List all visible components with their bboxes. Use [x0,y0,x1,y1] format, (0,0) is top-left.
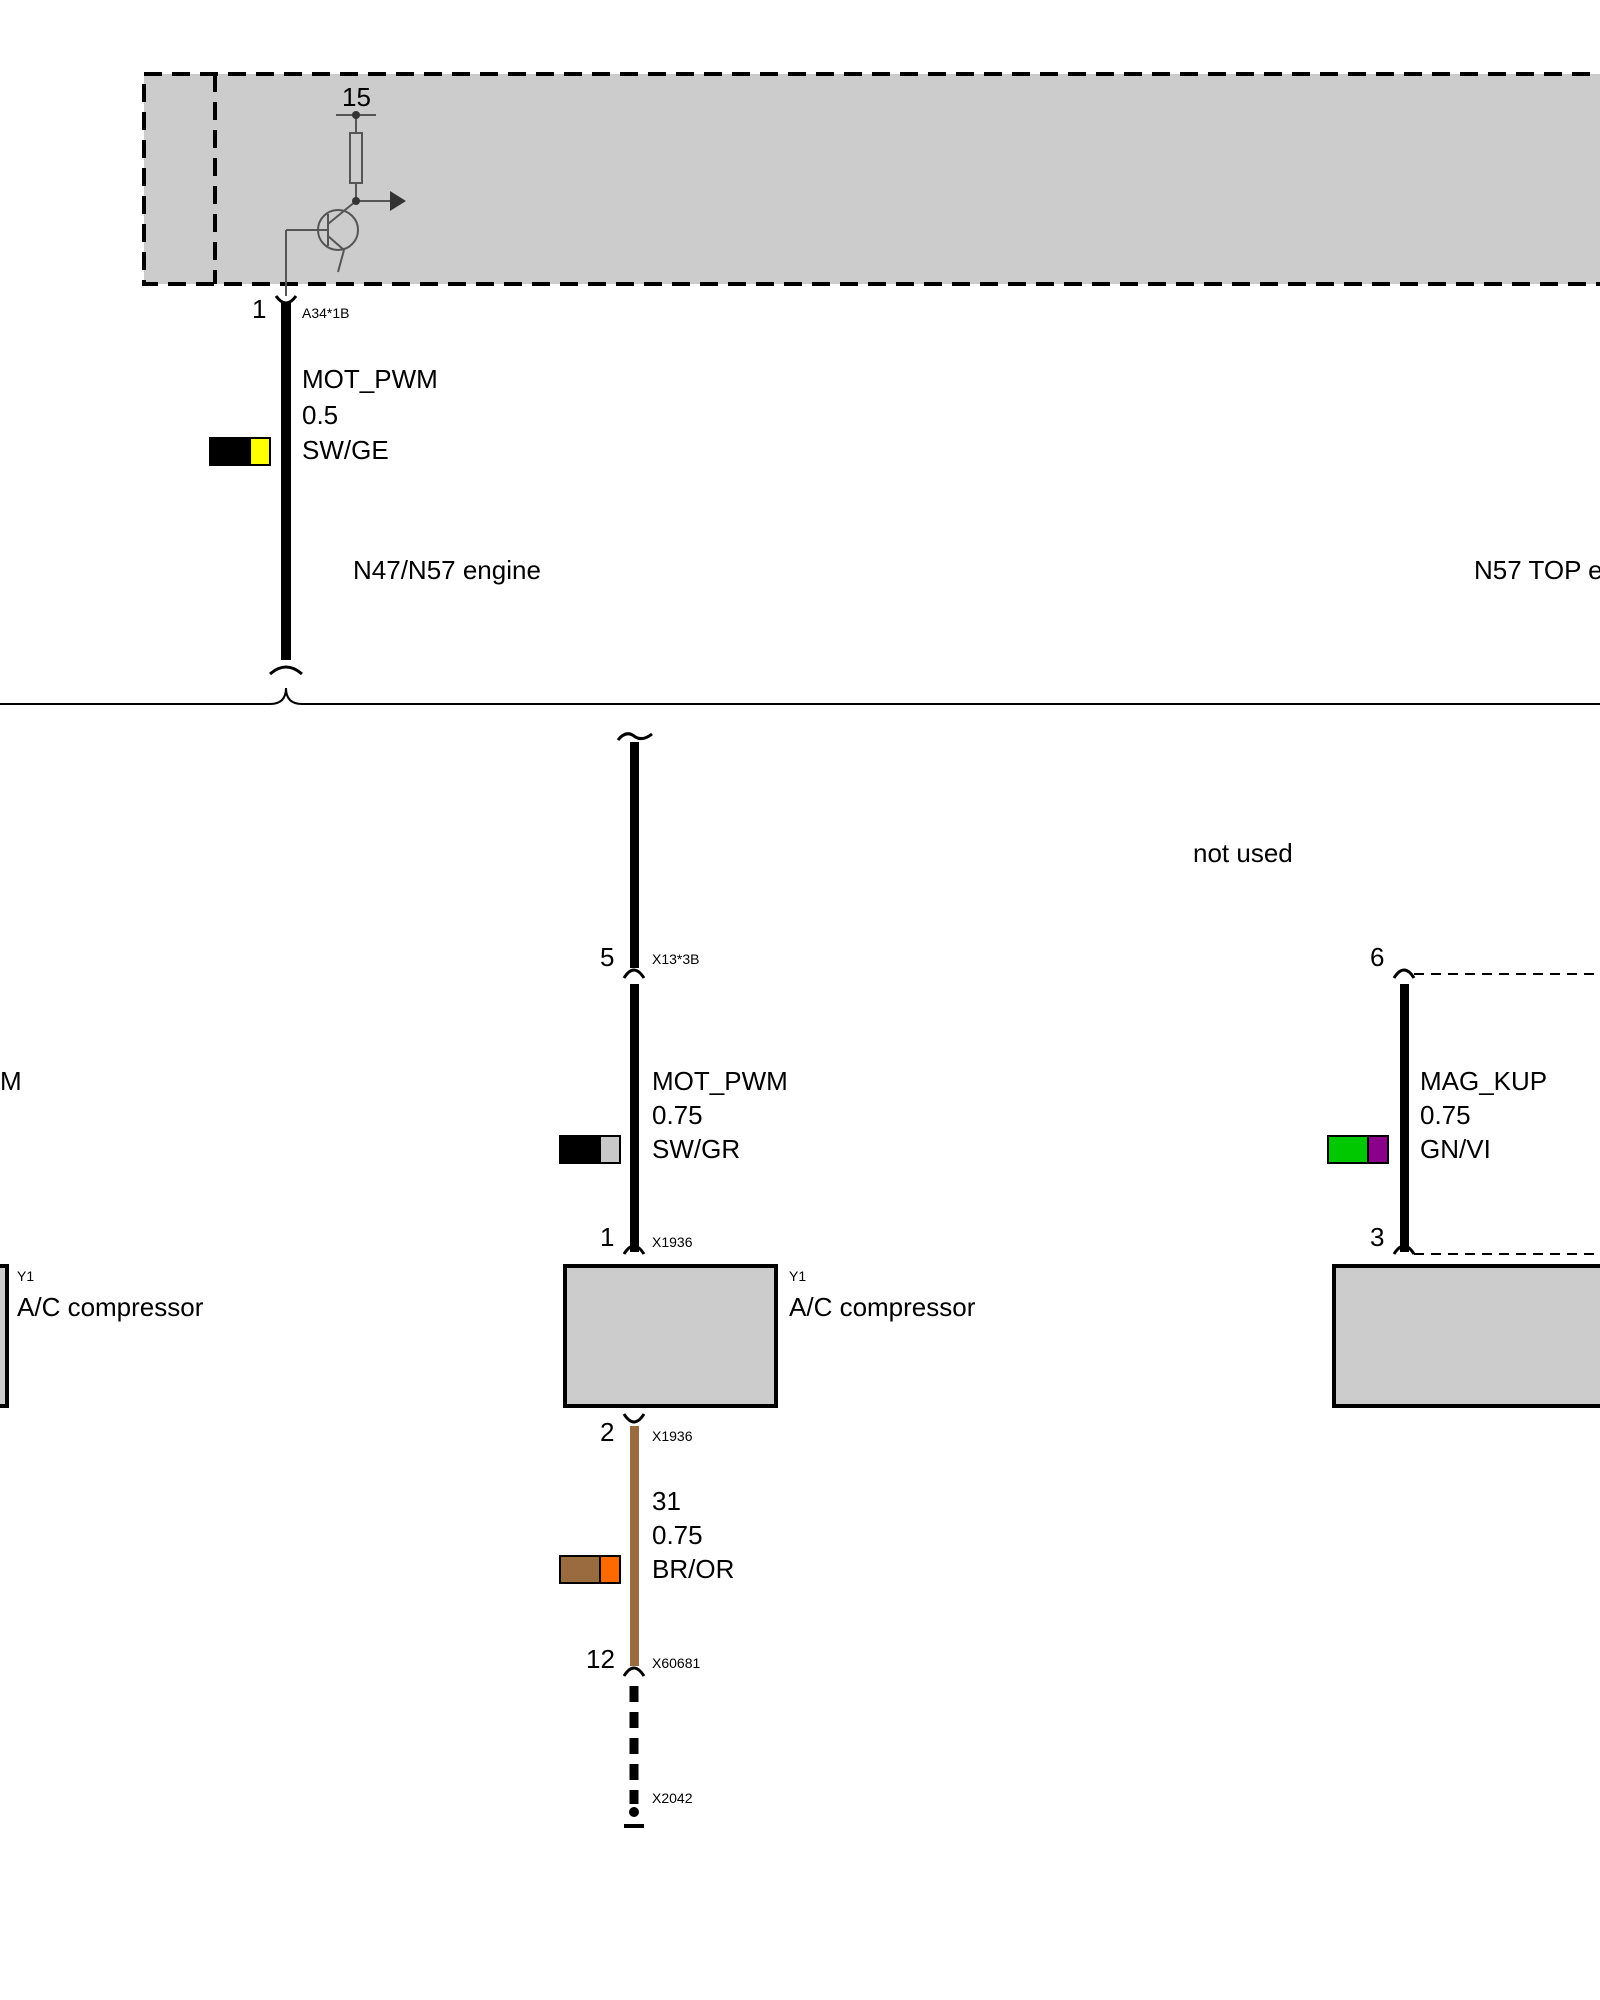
swatch-secondary-color [599,1555,621,1584]
pin-connector-symbol [1392,1244,1416,1255]
signal-fragment: M [0,1066,22,1096]
module-box [142,72,1600,286]
wire-gauge: 0.5 [302,400,338,430]
ground-wire-gauge: 0.75 [652,1520,703,1550]
comp-pin: 3 [1370,1222,1384,1252]
pin-number-top: 5 [600,942,614,972]
ground-point-id: X2042 [652,1790,693,1806]
ground-connector: X60681 [652,1655,700,1671]
component-name: A/C compressor [17,1292,204,1322]
pin-connector-symbol [622,1413,646,1424]
connector-id-top: X13*3B [652,951,699,967]
wire-segment [281,302,291,660]
left-partial-component: M Y1 A/C compressor [0,1066,204,1408]
wire-break-symbol [616,732,653,741]
component-id: Y1 [789,1268,806,1284]
wire-gauge: 0.75 [1420,1100,1471,1130]
variant-left-label: N47/N57 engine [353,555,541,585]
swatch-secondary-color [249,437,271,466]
component-id: Y1 [17,1268,34,1284]
ac-compressor-box [563,1264,778,1408]
wire-color-code: GN/VI [1420,1134,1491,1164]
ground-wire-color-code: BR/OR [652,1554,734,1584]
ground-point-dot [629,1807,639,1817]
pin-number: 1 [252,294,266,324]
wire-segment-mot-pwm [630,984,639,1252]
control-module: 15 [142,72,1600,296]
pin-connector-symbol [622,1666,646,1677]
swatch-primary-color [559,1555,601,1584]
wire-color-swatch [209,437,271,466]
pin-connector-symbol [622,968,646,979]
ground-wire-color-swatch [559,1555,621,1584]
wire-signal-name: MOT_PWM [652,1066,788,1096]
wire-color-code: SW/GE [302,435,389,465]
swatch-secondary-color [599,1135,621,1164]
wire-color-swatch [559,1135,621,1164]
wire-gauge: 0.75 [652,1100,703,1130]
wire-color-swatch [1327,1135,1389,1164]
wire-break-symbol [269,665,303,676]
variant-right-label: N57 TOP e [1474,555,1600,585]
ground-pin: 12 [586,1644,615,1674]
comp-connector-top: X1936 [652,1234,693,1250]
comp-pin-top: 1 [600,1222,614,1252]
wire-segment-upper [630,742,639,968]
junction-dot [352,197,360,205]
middle-branch: 5 X13*3B MOT_PWM 0.75 SW/GR 1 X1936 Y1 A… [559,732,976,1828]
swatch-primary-color [559,1135,601,1164]
ground-wire-signal: 31 [652,1486,681,1516]
wire-signal-name: MAG_KUP [1420,1066,1547,1096]
not-used-note: not used [1193,838,1293,868]
pin-number-top: 6 [1370,942,1384,972]
right-branch: not used 6 MAG_KUP 0.75 GN/VI 3 [1193,838,1600,1408]
component-box-partial [1332,1264,1600,1408]
wire-mot-pwm-top: 1 A34*1B MOT_PWM 0.5 SW/GE [209,294,438,676]
divider-line [0,687,1600,705]
terminal-15-label: 15 [342,82,371,112]
swatch-primary-color [209,437,251,466]
wire-signal-name: MOT_PWM [302,364,438,394]
output-arrow-icon [390,191,406,211]
swatch-primary-color [1327,1135,1369,1164]
swatch-secondary-color [1367,1135,1389,1164]
terminal-dot [352,111,360,119]
wire-segment-ground [630,1426,639,1666]
component-box-partial [0,1264,9,1408]
pin-connector-symbol [274,295,298,305]
pin-connector-symbol [622,1244,646,1255]
wire-color-code: SW/GR [652,1134,740,1164]
pin-connector-symbol [1392,968,1416,979]
connector-id: A34*1B [302,305,349,321]
wire-segment-mag-kup [1400,984,1409,1252]
comp-pin-bottom: 2 [600,1417,614,1447]
comp-connector-bottom: X1936 [652,1428,693,1444]
variant-divider: N47/N57 engine N57 TOP e [0,555,1600,705]
component-name: A/C compressor [789,1292,976,1322]
